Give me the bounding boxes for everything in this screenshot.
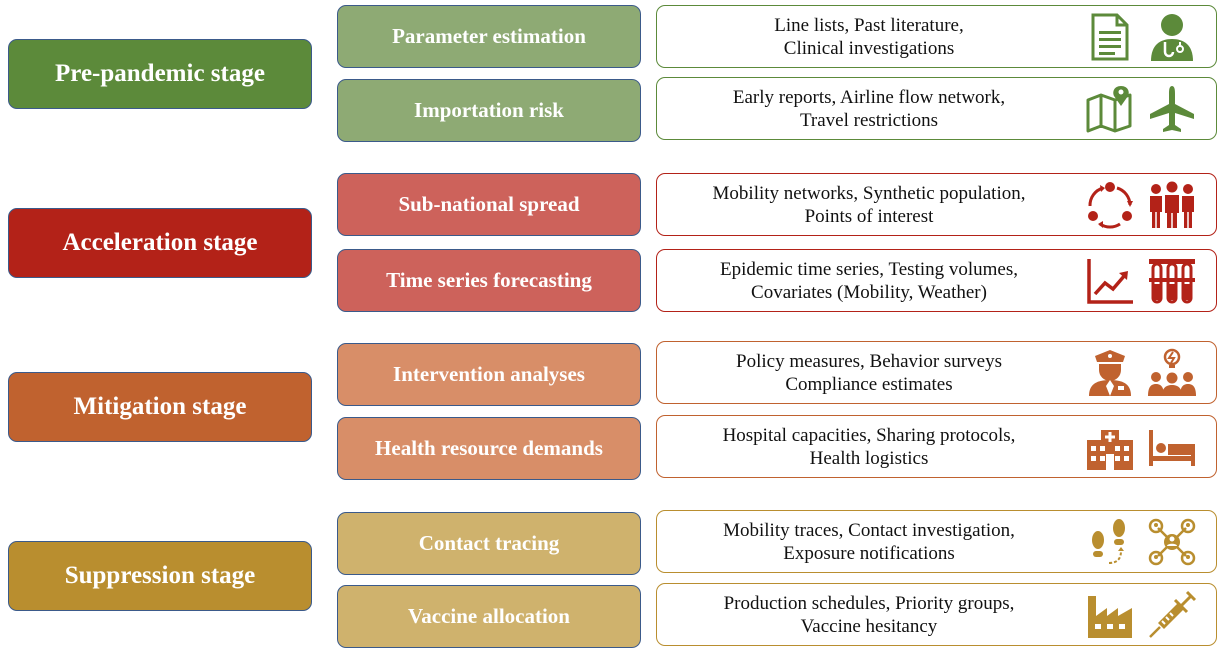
data-sources-text: Policy measures, Behavior surveys Compli…: [663, 342, 1075, 403]
task-intervention-analyses: Intervention analyses: [337, 343, 641, 406]
data-sources-health-resource-demands: Hospital capacities, Sharing protocols, …: [656, 415, 1217, 478]
data-sources-text: Mobility networks, Synthetic population,…: [663, 174, 1075, 235]
task-label: Sub-national spread: [398, 192, 580, 216]
data-line-2: Points of interest: [804, 205, 934, 227]
task-label: Time series forecasting: [386, 268, 592, 292]
test-tubes-icon: [1147, 256, 1197, 306]
stage-suppression: Suppression stage: [8, 541, 312, 611]
cycle-network-icon: [1085, 180, 1135, 230]
data-line-1: Mobility networks, Synthetic population,: [712, 182, 1026, 204]
stage-label: Mitigation stage: [73, 393, 247, 420]
task-vaccine-allocation: Vaccine allocation: [337, 585, 641, 648]
data-sources-parameter-estimation: Line lists, Past literature, Clinical in…: [656, 5, 1217, 68]
syringe-icon: [1147, 590, 1197, 640]
stage-prepandemic: Pre-pandemic stage: [8, 39, 312, 109]
data-sources-vaccine-allocation: Production schedules, Priority groups, V…: [656, 583, 1217, 646]
doctor-icon: [1147, 12, 1197, 62]
stage-label: Suppression stage: [64, 562, 256, 589]
data-sources-text: Hospital capacities, Sharing protocols, …: [663, 416, 1075, 477]
document-icon: [1085, 12, 1135, 62]
hospital-icon: [1085, 422, 1135, 472]
task-contact-tracing: Contact tracing: [337, 512, 641, 575]
data-line-1: Line lists, Past literature,: [774, 14, 964, 36]
data-line-2: Clinical investigations: [783, 37, 955, 59]
data-line-1: Hospital capacities, Sharing protocols,: [722, 424, 1016, 446]
data-line-1: Epidemic time series, Testing volumes,: [719, 258, 1019, 280]
trend-chart-icon: [1085, 256, 1135, 306]
task-time-series-forecasting: Time series forecasting: [337, 249, 641, 312]
contact-network-icon: [1147, 517, 1197, 567]
data-sources-text: Early reports, Airline flow network, Tra…: [663, 78, 1075, 139]
stage-label: Pre-pandemic stage: [55, 60, 265, 87]
task-subnational-spread: Sub-national spread: [337, 173, 641, 236]
factory-icon: [1085, 590, 1135, 640]
task-label: Parameter estimation: [392, 24, 586, 48]
data-line-1: Production schedules, Priority groups,: [723, 592, 1015, 614]
stage-mitigation: Mitigation stage: [8, 372, 312, 442]
data-line-2: Health logistics: [809, 447, 929, 469]
people-group-icon: [1147, 180, 1197, 230]
data-sources-time-series-forecasting: Epidemic time series, Testing volumes, C…: [656, 249, 1217, 312]
police-officer-icon: [1085, 348, 1135, 398]
task-label: Vaccine allocation: [408, 604, 570, 628]
data-line-2: Travel restrictions: [799, 109, 939, 131]
task-label: Importation risk: [414, 98, 564, 122]
data-line-1: Early reports, Airline flow network,: [732, 86, 1006, 108]
group-idea-icon: [1147, 348, 1197, 398]
data-line-1: Policy measures, Behavior surveys: [736, 350, 1002, 372]
stage-label: Acceleration stage: [62, 229, 258, 256]
data-line-2: Covariates (Mobility, Weather): [751, 281, 987, 303]
data-line-1: Mobility traces, Contact investigation,: [723, 519, 1015, 541]
data-sources-importation-risk: Early reports, Airline flow network, Tra…: [656, 77, 1217, 140]
airplane-icon: [1147, 84, 1197, 134]
data-line-2: Exposure notifications: [783, 542, 955, 564]
data-sources-intervention-analyses: Policy measures, Behavior surveys Compli…: [656, 341, 1217, 404]
data-sources-text: Epidemic time series, Testing volumes, C…: [663, 250, 1075, 311]
data-sources-subnational-spread: Mobility networks, Synthetic population,…: [656, 173, 1217, 236]
data-sources-contact-tracing: Mobility traces, Contact investigation, …: [656, 510, 1217, 573]
footprints-icon: [1085, 517, 1135, 567]
bed-icon: [1147, 422, 1197, 472]
stage-acceleration: Acceleration stage: [8, 208, 312, 278]
data-sources-text: Line lists, Past literature, Clinical in…: [663, 6, 1075, 67]
task-label: Intervention analyses: [393, 362, 585, 386]
data-sources-text: Mobility traces, Contact investigation, …: [663, 511, 1075, 572]
task-label: Contact tracing: [418, 531, 560, 555]
task-label: Health resource demands: [375, 436, 603, 460]
task-importation-risk: Importation risk: [337, 79, 641, 142]
data-line-2: Vaccine hesitancy: [800, 615, 938, 637]
task-health-resource-demands: Health resource demands: [337, 417, 641, 480]
data-line-2: Compliance estimates: [785, 373, 953, 395]
task-parameter-estimation: Parameter estimation: [337, 5, 641, 68]
map-icon: [1085, 84, 1135, 134]
data-sources-text: Production schedules, Priority groups, V…: [663, 584, 1075, 645]
